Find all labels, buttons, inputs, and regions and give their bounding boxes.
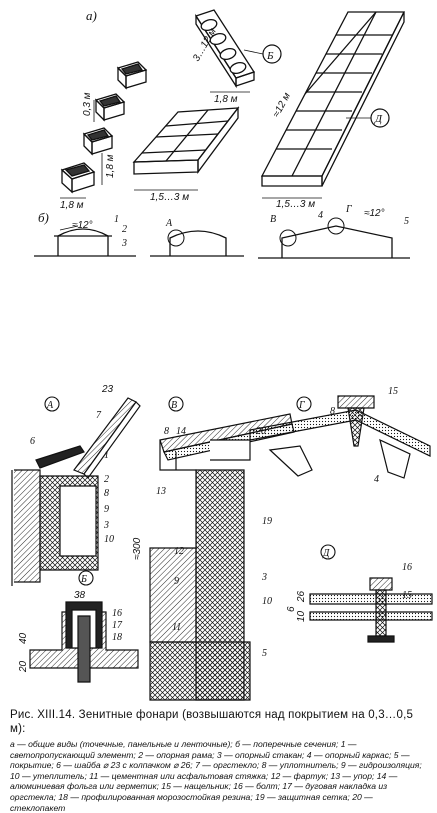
detail-d-title: Д	[322, 548, 330, 559]
ribbon-skylight	[260, 11, 406, 187]
point-skylight-1	[116, 61, 148, 90]
label-2-sec: 2	[122, 224, 127, 235]
detail-g-8: 8	[330, 406, 335, 417]
detail-d-16: 16	[402, 562, 412, 573]
detail-v-8: 8	[164, 426, 169, 437]
detail-v-11: 11	[172, 622, 181, 633]
panel-skylight-domed	[194, 9, 256, 89]
detail-a-7: 7	[96, 410, 102, 421]
dim-0-3m: 0,3 м	[82, 92, 93, 116]
detail-v-14: 14	[176, 426, 186, 437]
detail-b-17: 17	[112, 620, 123, 631]
detail-g-marker	[296, 396, 312, 412]
detail-a-title: А	[46, 400, 54, 411]
detail-v-13: 13	[156, 486, 166, 497]
detail-a-2: 2	[104, 474, 109, 485]
detail-v-5: 5	[262, 648, 267, 659]
detail-g-drawing	[249, 395, 431, 479]
detail-v-marker	[168, 396, 184, 412]
angle-12-b: ≈12°	[364, 208, 385, 219]
detail-a-6: 6	[30, 436, 35, 447]
callout-d-top-text: Д	[374, 113, 383, 125]
detail-v-12: 12	[174, 546, 184, 557]
detail-a-drawing	[11, 397, 141, 586]
label-5-sec: 5	[404, 216, 409, 227]
section-panel	[150, 230, 244, 257]
figure-caption: Рис. XIII.14. Зенитные фонари (возвышают…	[10, 708, 430, 813]
part-label-b: б)	[38, 210, 49, 225]
detail-v-3: 3	[261, 572, 267, 583]
callout-g-sec-text: Г	[345, 204, 352, 215]
callout-a-sec	[167, 229, 185, 247]
detail-a-3: 3	[103, 520, 109, 531]
dim-12m: ≈12 м	[271, 91, 293, 119]
callout-a-sec-text: А	[165, 218, 173, 229]
dim-1-8m-height: 1,8 м	[105, 154, 116, 178]
detail-v-10: 10	[262, 596, 272, 607]
label-3-sec: 3	[121, 238, 127, 249]
detail-a-10: 10	[104, 534, 114, 545]
dim-1-5-3m-a: 1,5…3 м	[150, 192, 189, 203]
detail-a-9: 9	[104, 504, 109, 515]
caption-legend: а — общие виды (точечные, панельные и ле…	[10, 739, 422, 813]
point-skylight-3	[82, 127, 114, 156]
detail-b-16: 16	[112, 608, 122, 619]
section-point	[34, 225, 136, 257]
panel-skylight-gable	[132, 106, 240, 175]
dim-1-5-3m-b: 1,5…3 м	[276, 199, 315, 210]
dim-1-8m-mid: 1,8 м	[214, 94, 238, 105]
dim-20: 20	[18, 660, 29, 673]
dim-6: 6	[286, 606, 297, 612]
detail-v-title: В	[171, 400, 177, 411]
callout-b-top-text: Б	[266, 50, 274, 62]
detail-v-drawing	[149, 413, 295, 701]
angle-12-a: ≈12°	[72, 220, 93, 231]
dim-1-8m-width: 1,8 м	[60, 200, 84, 211]
detail-g-4: 4	[374, 474, 379, 485]
callout-v-sec-text: В	[270, 214, 276, 225]
detail-v-9: 9	[174, 576, 179, 587]
section-ribbon	[258, 225, 410, 259]
detail-b-marker	[78, 570, 94, 586]
dim-300: ≈300	[132, 537, 143, 560]
detail-a-8: 8	[104, 488, 109, 499]
dim-23: 23	[101, 384, 114, 395]
part-label-a: а)	[86, 8, 97, 23]
detail-d-15: 15	[402, 590, 412, 601]
label-4-sec: 4	[318, 210, 323, 221]
detail-a-1: 1	[104, 450, 109, 461]
detail-b-18: 18	[112, 632, 122, 643]
callout-g-sec	[327, 217, 345, 235]
point-skylight-2	[94, 93, 126, 122]
detail-b-title: Б	[80, 574, 87, 585]
detail-b-drawing	[29, 601, 139, 683]
caption-title: Рис. XIII.14. Зенитные фонари (возвышают…	[10, 709, 414, 735]
detail-d-drawing	[309, 577, 433, 643]
detail-g-title: Г	[298, 400, 305, 411]
label-1-sec: 1	[114, 214, 119, 225]
dim-26: 26	[296, 590, 307, 603]
detail-v-19: 19	[262, 516, 272, 527]
detail-g-15: 15	[388, 386, 398, 397]
dim-38: 38	[74, 590, 86, 601]
detail-d-marker	[320, 544, 336, 560]
callout-v-sec	[279, 229, 297, 247]
dim-40: 40	[18, 632, 29, 644]
detail-a-marker	[44, 396, 60, 412]
point-skylight-4	[60, 162, 96, 194]
dim-10: 10	[296, 610, 307, 622]
